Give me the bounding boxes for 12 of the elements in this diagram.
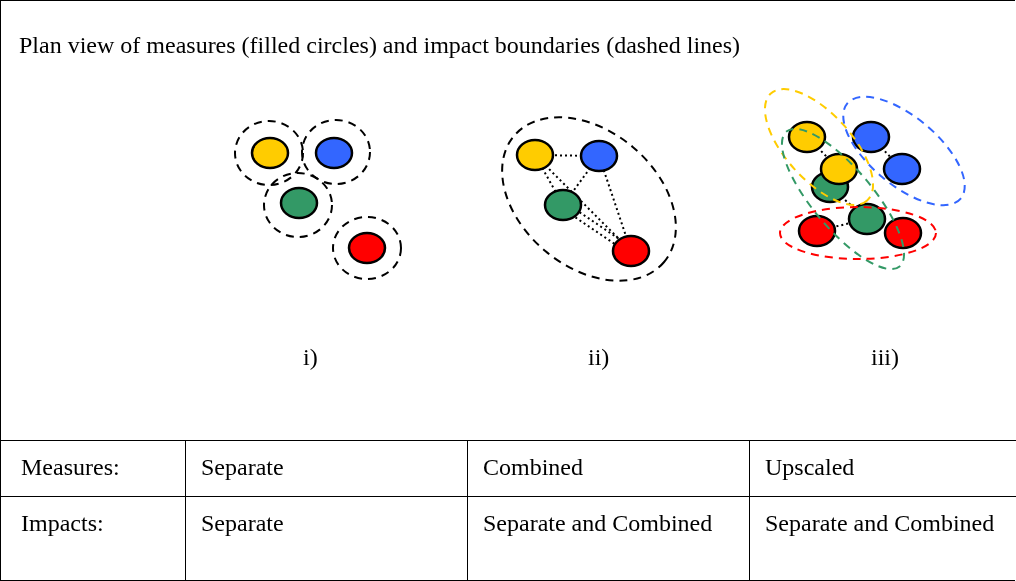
heading: Plan view of measures (filled circles) and impact boundaries (dashed lines) xyxy=(19,31,742,60)
panel-label: iii) xyxy=(871,343,899,372)
panel-label: ii) xyxy=(588,343,610,372)
table-cell-text: Separate and Combined xyxy=(765,509,996,538)
table-cell-text: Impacts: xyxy=(21,509,105,538)
table-cell-text: Separate xyxy=(201,453,285,482)
table-cell-text: Upscaled xyxy=(765,453,856,482)
table-cell-text: Combined xyxy=(483,453,584,482)
table-cell-text: Separate and Combined xyxy=(483,509,714,538)
panel-label: i) xyxy=(303,343,318,372)
table-cell-text: Measures: xyxy=(21,453,121,482)
table-cell-text: Separate xyxy=(201,509,285,538)
